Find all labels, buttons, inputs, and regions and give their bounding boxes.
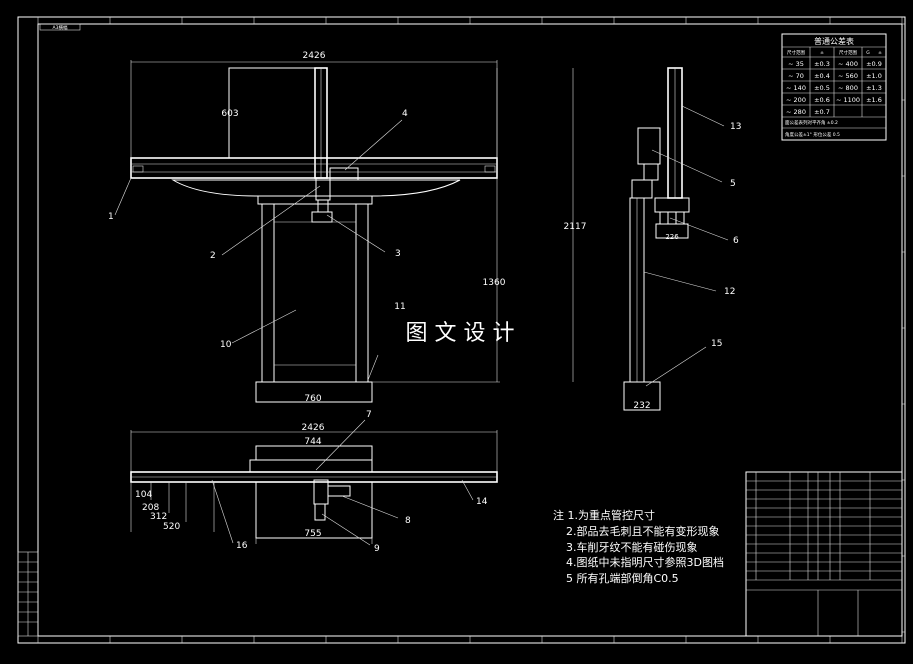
dim-2117: 2117: [564, 222, 587, 232]
tolerance-header: 尺寸范围: [787, 49, 805, 56]
dim-226: 226: [665, 233, 679, 241]
dim-760: 760: [304, 394, 321, 404]
dim-232: 232: [633, 401, 650, 411]
dim-104: 104: [135, 490, 152, 500]
tolerance-header: ±: [878, 50, 882, 56]
tolerance-cell: ±0.3: [814, 60, 830, 68]
side-view: 2117 226 232 13 5 6 12 15: [564, 67, 741, 411]
front-view: 2426 603 1360 760 11 1 2: [108, 51, 506, 404]
tolerance-note-2: 角度公差±1° 形位公差 0.5: [785, 131, 840, 138]
tolerance-cell: ±1.6: [866, 96, 882, 104]
tolerance-header: G: [866, 50, 870, 56]
tolerance-cell: ±0.6: [814, 96, 830, 104]
tolerance-header: ±: [820, 50, 824, 56]
dim-width-top: 2426: [303, 51, 326, 61]
title-block: [745, 471, 903, 637]
tolerance-cell: ~ 1100: [836, 96, 860, 104]
tolerance-header: 尺寸范围: [839, 49, 857, 56]
callout-1: 1: [108, 212, 114, 222]
callout-2: 2: [210, 251, 216, 261]
tolerance-cell: ~ 800: [838, 84, 858, 92]
callout-5: 5: [730, 179, 736, 189]
dim-744: 744: [304, 437, 321, 447]
callout-3: 3: [395, 249, 401, 259]
tolerance-cell: ±0.9: [866, 60, 882, 68]
tolerance-cell: ~ 560: [838, 72, 858, 80]
callout-7: 7: [366, 410, 372, 420]
dim-603: 603: [221, 109, 238, 119]
tolerance-cell: ~ 35: [788, 60, 804, 68]
callout-16: 16: [236, 541, 248, 551]
dim-1360: 1360: [483, 278, 506, 288]
callout-12: 12: [724, 287, 735, 297]
callout-15: 15: [711, 339, 722, 349]
callout-6: 6: [733, 236, 739, 246]
tolerance-table: 普通公差表 尺寸范围 ± 尺寸范围 G ± ~ 35 ±0.3 ~ 400 ±0.9 ~ 70 ±…: [781, 33, 887, 141]
tolerance-title: 普通公差表: [814, 36, 854, 46]
callout-13: 13: [730, 122, 741, 132]
tolerance-note-1: 面公差表列对平齐角 ±0.2: [785, 119, 838, 126]
revision-strip: [17, 551, 39, 637]
tolerance-cell: ±0.7: [814, 108, 830, 116]
notes: 注 1.为重点管控尺寸 2.部品去毛刺且不能有变形现象 3.车削牙纹不能有碰伤现…: [553, 508, 724, 585]
note-5: 5 所有孔端部倒角C0.5: [566, 571, 679, 585]
callout-8: 8: [405, 516, 411, 526]
callout-9: 9: [374, 544, 380, 554]
tolerance-cell: ~ 400: [838, 60, 858, 68]
callout-10: 10: [220, 340, 232, 350]
note-4: 4.图纸中未指明尺寸参照3D图档: [566, 555, 724, 569]
callout-4: 4: [402, 109, 408, 119]
tolerance-cell: ±0.4: [814, 72, 830, 80]
tolerance-cell: ~ 140: [786, 84, 806, 92]
dim-520: 520: [163, 522, 180, 532]
frame-top-label: A3横幅: [53, 24, 68, 31]
tolerance-cell: ±1.3: [866, 84, 882, 92]
tolerance-cell: ±0.5: [814, 84, 830, 92]
tolerance-cell: ~ 70: [788, 72, 804, 80]
watermark: 图 文 设 计: [406, 321, 515, 346]
tolerance-cell: ~ 280: [786, 108, 806, 116]
note-3: 3.车削牙纹不能有碰伤现象: [566, 540, 698, 554]
callout-14: 14: [476, 497, 488, 507]
drawing-frame: A3横幅: [17, 16, 906, 644]
note-1: 注 1.为重点管控尺寸: [553, 508, 655, 522]
dim-208: 208: [142, 503, 159, 513]
top-view: 2426 744 104 208 312 520 755 7 8 9 14 16: [130, 410, 498, 554]
tolerance-cell: ±1.0: [866, 72, 882, 80]
dim-312: 312: [150, 512, 167, 522]
note-2: 2.部品去毛刺且不能有变形现象: [566, 524, 720, 538]
dim-755: 755: [304, 529, 321, 539]
dim-top-width: 2426: [302, 423, 325, 433]
label-11: 11: [394, 302, 405, 312]
tolerance-cell: ~ 200: [786, 96, 806, 104]
